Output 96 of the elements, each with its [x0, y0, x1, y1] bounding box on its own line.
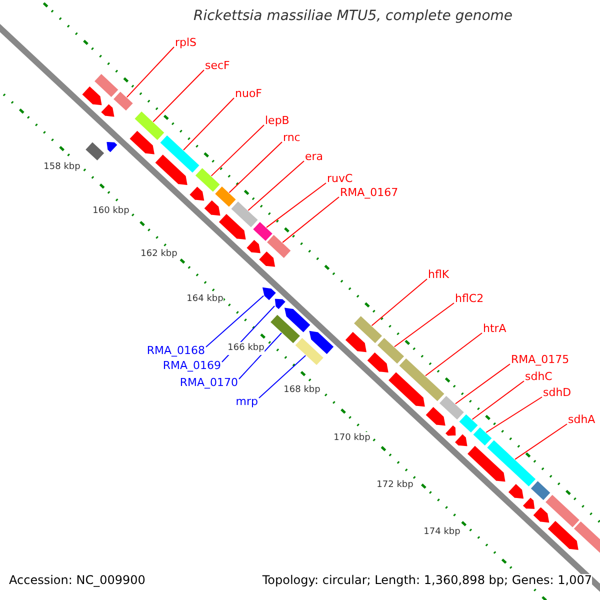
gene-label: RMA_0169	[162, 359, 221, 372]
gene-box	[544, 493, 581, 529]
gene-box	[93, 72, 120, 98]
leader-line	[126, 46, 174, 98]
gene-label: rplS	[175, 36, 197, 49]
scale-label: 160 kbp	[92, 205, 130, 218]
scale-label: 166 kbp	[228, 342, 264, 355]
gene-feature	[424, 406, 447, 427]
gene-box	[438, 394, 466, 421]
gene-box	[112, 90, 134, 112]
leader-line	[454, 364, 510, 404]
gene-label: mrp	[236, 395, 258, 408]
leader-line	[394, 302, 454, 348]
gene-feature	[444, 424, 457, 437]
gene-feature	[532, 506, 550, 524]
leader-line	[183, 98, 234, 151]
diagram-title: Rickettsia massiliae MTU5, complete genome	[193, 10, 513, 23]
gene-label: hflK	[428, 268, 450, 281]
leader-line	[486, 396, 542, 433]
gene-feature	[261, 286, 278, 302]
gene-feature	[308, 330, 335, 356]
gene-label: rnc	[283, 131, 300, 144]
gene-box	[486, 438, 537, 488]
gene-feature	[128, 129, 156, 156]
scale-label: 162 kbp	[140, 248, 178, 261]
gene-feature	[454, 432, 468, 448]
gene-box	[133, 110, 166, 142]
gene-label: sdhC	[525, 370, 552, 383]
gene-label: secF	[205, 59, 230, 72]
leader-line	[210, 124, 264, 176]
gene-feature	[188, 185, 206, 202]
scale-label: 168 kbp	[284, 384, 320, 397]
gene-box	[294, 336, 325, 366]
gene-label: sdhA	[568, 413, 596, 426]
accession-text: Accession: NC_009900	[9, 574, 146, 587]
gene-box	[194, 166, 222, 194]
gene-box	[269, 313, 302, 345]
gene-feature	[344, 330, 368, 354]
gene-label: nuoF	[235, 87, 262, 100]
gene-box	[214, 185, 238, 208]
gene-label: htrA	[483, 322, 506, 335]
gene-feature	[218, 212, 247, 241]
gene-feature	[106, 140, 119, 154]
leader-line	[258, 355, 306, 398]
gene-box	[84, 140, 106, 162]
gene-label: ruvC	[327, 172, 353, 185]
gene-box	[266, 234, 292, 260]
gene-label: lepB	[265, 114, 290, 127]
gene-label: RMA_0167	[340, 186, 398, 199]
leader-line	[248, 160, 304, 211]
gene-feature	[100, 102, 116, 118]
scale-label: 158 kbp	[44, 161, 80, 174]
leader-line	[371, 278, 428, 326]
gene-feature	[366, 351, 390, 374]
gene-feature	[258, 250, 276, 268]
leader-line	[282, 196, 340, 243]
gene-label: sdhD	[543, 386, 572, 399]
gene-box	[458, 412, 480, 434]
gene-box	[398, 357, 446, 403]
genome-info-text: Topology: circular; Length: 1,360,898 bp; Genes: 1,007	[262, 574, 592, 587]
gene-feature	[274, 298, 287, 310]
gene-box	[472, 426, 494, 447]
scale-label: 174 kbp	[424, 526, 460, 539]
gene-label: RMA_0175	[511, 353, 570, 366]
gene-feature	[202, 198, 222, 217]
gene-box	[572, 520, 600, 556]
leader-line	[425, 332, 482, 376]
gene-feature	[522, 496, 536, 510]
leader-line	[228, 142, 282, 194]
gene-label: RMA_0168	[146, 344, 205, 357]
gene-label: hflC2	[455, 292, 484, 305]
gene-box	[352, 314, 384, 345]
gene-box	[376, 336, 406, 366]
gene-feature	[466, 444, 506, 483]
gene-feature	[245, 238, 262, 254]
gene-feature	[80, 85, 103, 106]
gene-feature	[507, 482, 525, 500]
gene-feature	[283, 306, 312, 334]
leader-line	[206, 295, 264, 348]
gene-box	[230, 200, 260, 229]
scale-label: 172 kbp	[376, 479, 414, 492]
leader-line	[266, 182, 326, 228]
gene-label: era	[305, 150, 324, 163]
scale-label: 170 kbp	[334, 432, 370, 445]
leader-line	[238, 332, 282, 380]
scale-label: 164 kbp	[186, 293, 224, 306]
gene-label: RMA_0170	[180, 376, 238, 389]
gene-box	[158, 134, 201, 174]
gene-box	[530, 480, 552, 502]
gene-feature	[546, 520, 580, 552]
leader-line	[472, 380, 524, 420]
leader-line	[152, 70, 204, 122]
gene-feature	[387, 370, 426, 408]
leader-line	[514, 424, 568, 460]
gene-box	[252, 220, 274, 242]
gene-feature	[154, 153, 189, 186]
